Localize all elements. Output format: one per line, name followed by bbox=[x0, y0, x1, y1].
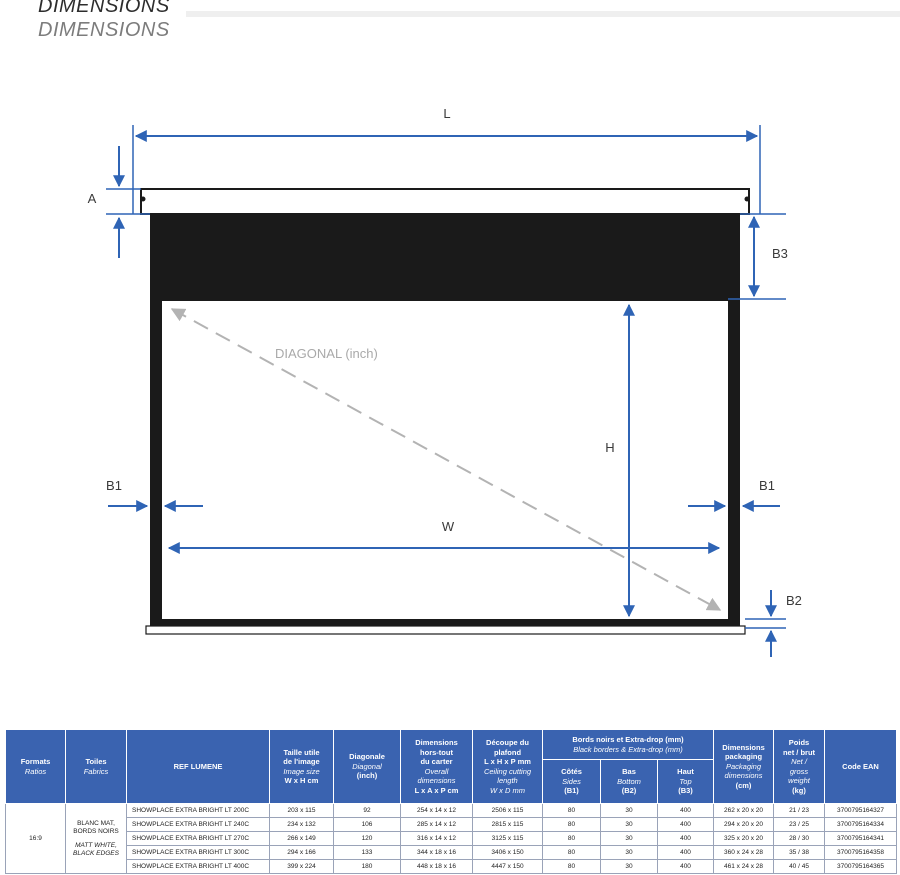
table-row: SHOWPLACE EXTRA BRIGHT LT 400C 399 x 224… bbox=[6, 859, 898, 874]
screen-housing bbox=[140, 188, 750, 215]
label-a: A bbox=[88, 191, 97, 206]
cut-cell: 3406 x 150 bbox=[472, 845, 543, 860]
weight-cell: 23 / 25 bbox=[773, 817, 826, 832]
fabric-cell: BLANC MAT, BORDS NOIRS MATT WHITE, BLACK… bbox=[65, 803, 127, 874]
label-b1-left: B1 bbox=[106, 478, 122, 493]
b2-cell: 30 bbox=[600, 817, 658, 832]
overall-cell: 344 x 18 x 16 bbox=[400, 845, 473, 860]
label-diagonal: DIAGONAL (inch) bbox=[275, 346, 378, 361]
b1-cell: 80 bbox=[542, 845, 601, 860]
page-header: DIMENSIONS DIMENSIONS bbox=[38, 0, 170, 42]
b1-cell: 80 bbox=[542, 859, 601, 874]
ean-cell: 3700795164334 bbox=[824, 817, 898, 832]
diagonal-cell: 92 bbox=[333, 803, 401, 818]
label-h: H bbox=[605, 440, 614, 455]
packaging-cell: 461 x 24 x 28 bbox=[713, 859, 775, 874]
label-w: W bbox=[442, 519, 455, 534]
screen-fabric bbox=[150, 214, 740, 628]
header-ean: Code EAN bbox=[824, 729, 898, 804]
packaging-cell: 325 x 20 x 20 bbox=[713, 831, 775, 846]
packaging-cell: 262 x 20 x 20 bbox=[713, 803, 775, 818]
header-black-borders: Bords noirs et Extra-drop (mm)Black bord… bbox=[541, 729, 715, 760]
extension-lines bbox=[106, 125, 786, 629]
overall-cell: 316 x 14 x 12 bbox=[400, 831, 473, 846]
weight-cell: 21 / 23 bbox=[773, 803, 826, 818]
size-cell: 234 x 132 bbox=[269, 817, 334, 832]
cut-cell: 2815 x 115 bbox=[472, 817, 543, 832]
diagonal-cell: 106 bbox=[333, 817, 401, 832]
ean-cell: 3700795164365 bbox=[824, 859, 898, 874]
ean-cell: 3700795164341 bbox=[824, 831, 898, 846]
packaging-cell: 294 x 20 x 20 bbox=[713, 817, 775, 832]
fabric-fr: BLANC MAT, BORDS NOIRS bbox=[73, 819, 119, 835]
header-ref: REF LUMENE bbox=[126, 729, 270, 804]
weight-cell: 28 / 30 bbox=[773, 831, 826, 846]
b1-cell: 80 bbox=[542, 817, 601, 832]
weight-cell: 40 / 45 bbox=[773, 859, 826, 874]
label-b3: B3 bbox=[772, 246, 788, 261]
ref-cell: SHOWPLACE EXTRA BRIGHT LT 270C bbox=[126, 831, 270, 846]
weight-cell: 35 / 38 bbox=[773, 845, 826, 860]
cut-cell: 4447 x 150 bbox=[472, 859, 543, 874]
b2-cell: 30 bbox=[600, 859, 658, 874]
title-rule bbox=[186, 11, 900, 17]
size-cell: 294 x 166 bbox=[269, 845, 334, 860]
screen-dimensions-diagram: L A B3 H DIAGONAL (inch) B1 B1 W B2 bbox=[88, 106, 802, 657]
b3-cell: 400 bbox=[656, 831, 715, 846]
diagonal-cell: 180 bbox=[333, 859, 401, 874]
size-cell: 203 x 115 bbox=[269, 803, 334, 818]
b2-cell: 30 bbox=[600, 831, 658, 846]
label-l: L bbox=[443, 106, 450, 121]
b1-cell: 80 bbox=[542, 831, 601, 846]
size-cell: 266 x 149 bbox=[269, 831, 334, 846]
b2-cell: 30 bbox=[600, 845, 658, 860]
overall-cell: 448 x 18 x 16 bbox=[400, 859, 473, 874]
table-row: 16:9 BLANC MAT, BORDS NOIRS MATT WHITE, … bbox=[5, 803, 898, 874]
table-row: SHOWPLACE EXTRA BRIGHT LT 240C 234 x 132… bbox=[6, 817, 898, 832]
b3-cell: 400 bbox=[656, 845, 715, 860]
label-b1-right: B1 bbox=[759, 478, 775, 493]
label-b2: B2 bbox=[786, 593, 802, 608]
size-cell: 399 x 224 bbox=[269, 859, 334, 874]
ean-cell: 3700795164327 bbox=[824, 803, 898, 818]
b3-cell: 400 bbox=[656, 859, 715, 874]
diagonal-cell: 120 bbox=[333, 831, 401, 846]
ref-cell: SHOWPLACE EXTRA BRIGHT LT 240C bbox=[126, 817, 270, 832]
ean-cell: 3700795164358 bbox=[824, 845, 898, 860]
b1-cell: 80 bbox=[542, 803, 601, 818]
packaging-cell: 360 x 24 x 28 bbox=[713, 845, 775, 860]
format-cell: 16:9 bbox=[5, 803, 66, 874]
cut-cell: 3125 x 115 bbox=[472, 831, 543, 846]
page-title: DIMENSIONS bbox=[38, 0, 170, 17]
cut-cell: 2506 x 115 bbox=[472, 803, 543, 818]
table-row: SHOWPLACE EXTRA BRIGHT LT 270C 266 x 149… bbox=[6, 831, 898, 846]
b3-cell: 400 bbox=[656, 817, 715, 832]
table-row: SHOWPLACE EXTRA BRIGHT LT 300C 294 x 166… bbox=[6, 845, 898, 860]
diagonal-cell: 133 bbox=[333, 845, 401, 860]
overall-cell: 285 x 14 x 12 bbox=[400, 817, 473, 832]
fabric-en: MATT WHITE, BLACK EDGES bbox=[73, 841, 119, 857]
b3-cell: 400 bbox=[656, 803, 715, 818]
table-body: 16:9 BLANC MAT, BORDS NOIRS MATT WHITE, … bbox=[5, 803, 898, 874]
ref-cell: SHOWPLACE EXTRA BRIGHT LT 400C bbox=[126, 859, 270, 874]
bottom-bar bbox=[145, 625, 746, 635]
ref-cell: SHOWPLACE EXTRA BRIGHT LT 200C bbox=[126, 803, 270, 818]
ref-cell: SHOWPLACE EXTRA BRIGHT LT 300C bbox=[126, 845, 270, 860]
page-title-translation: DIMENSIONS bbox=[38, 19, 170, 41]
overall-cell: 254 x 14 x 12 bbox=[400, 803, 473, 818]
b2-cell: 30 bbox=[600, 803, 658, 818]
dimension-arrow-diagonal bbox=[170, 308, 722, 611]
